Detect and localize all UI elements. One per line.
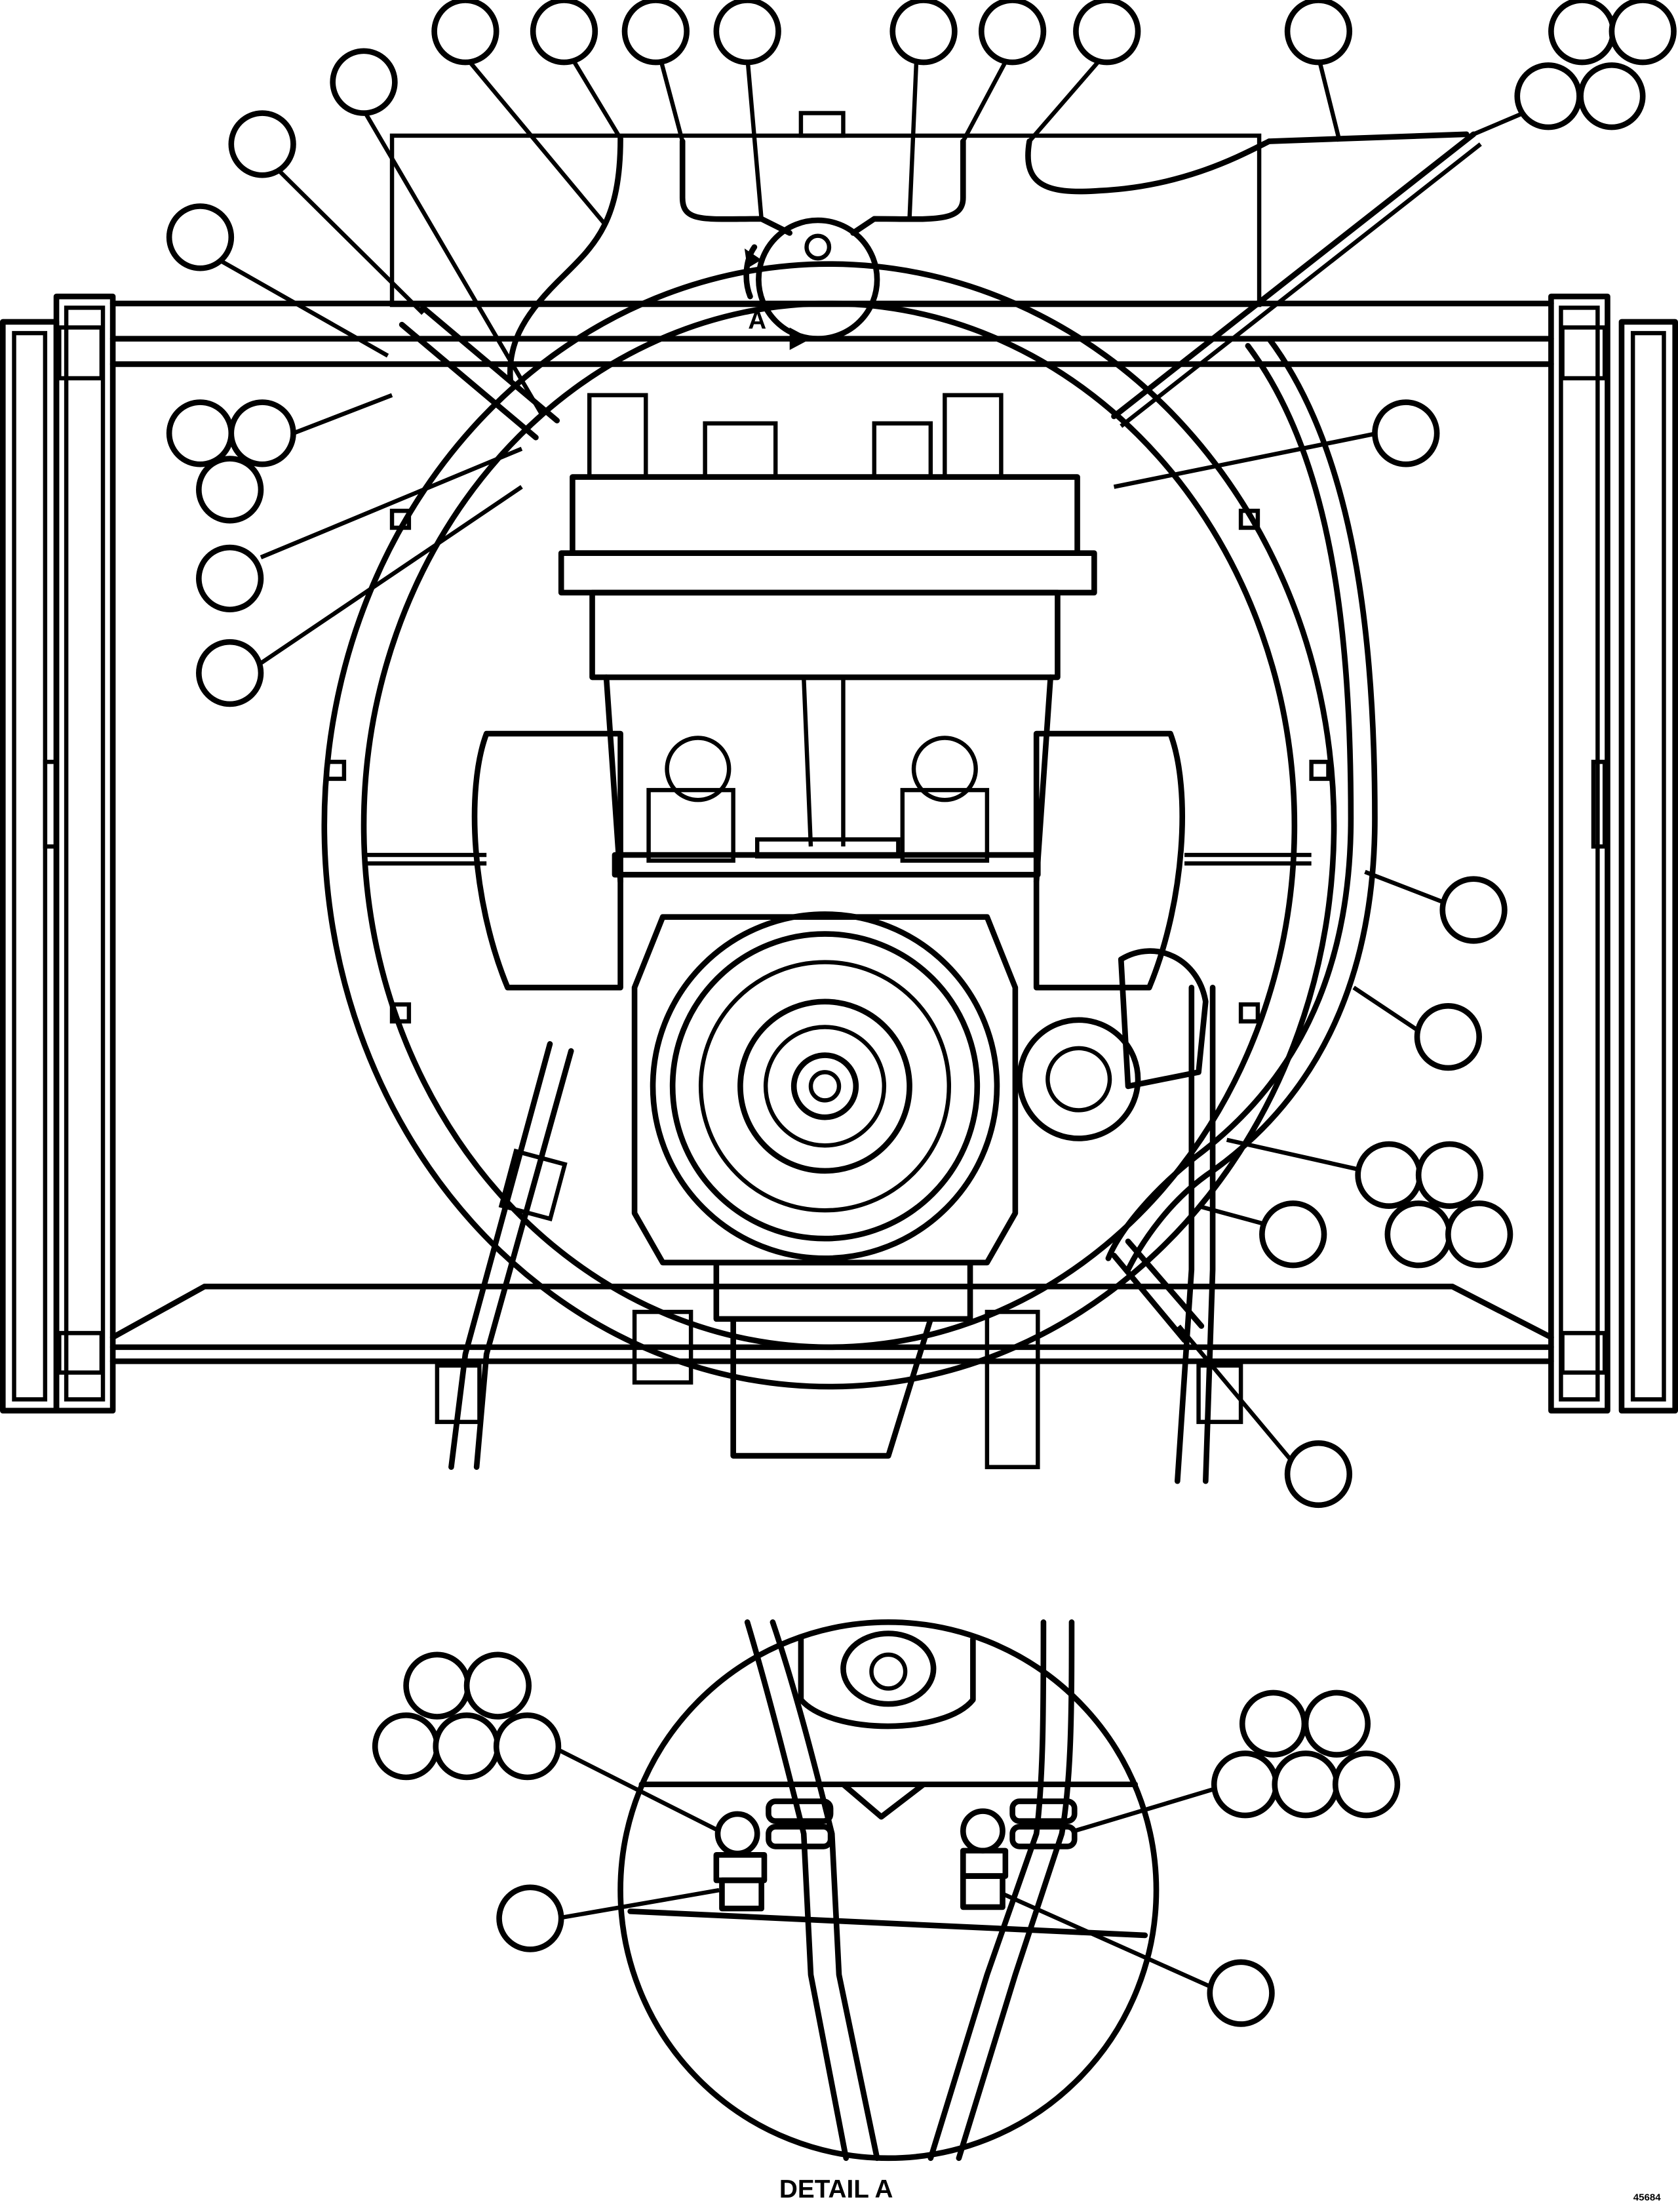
- callout-bubble: [1439, 876, 1508, 944]
- detail-a-view: [617, 1619, 1160, 2162]
- callout-leaders-detail: [556, 1747, 1217, 1991]
- callout-bubble: [196, 544, 264, 613]
- callout-bubble: [228, 110, 296, 178]
- callout-bubble: [403, 1651, 471, 1720]
- section-label: A: [748, 307, 766, 335]
- callout-bubble: [1355, 1141, 1423, 1210]
- callout-bubble: [713, 0, 781, 66]
- callout-bubble: [330, 48, 398, 116]
- callout-bubble: [530, 0, 598, 66]
- engine-assembly: [435, 393, 1243, 1469]
- callout-bubble: [372, 1712, 440, 1781]
- coolant-hoses: [399, 131, 1482, 1484]
- figure-id: 45684: [1633, 2192, 1661, 2203]
- callout-bubble: [889, 0, 958, 66]
- callout-bubble: [1445, 1200, 1513, 1269]
- callout-bubbles-main: [166, 0, 1677, 1509]
- callout-bubble: [1384, 1200, 1453, 1269]
- vent-manifold-detail-marker: A: [743, 217, 880, 350]
- callout-bubble: [166, 399, 235, 467]
- callout-bubble: [493, 1712, 562, 1781]
- callout-bubble: [621, 0, 690, 66]
- callout-bubble: [1414, 1002, 1482, 1071]
- callout-bubble: [463, 1651, 532, 1720]
- callout-bubble: [196, 456, 264, 524]
- callout-bubble: [1211, 1750, 1279, 1819]
- callout-bubble: [1578, 62, 1646, 130]
- callout-bubbles-detail: [372, 1651, 1401, 2027]
- callout-bubble: [1259, 1200, 1327, 1269]
- fan-shroud-ring: [321, 261, 1337, 1390]
- callout-bubble: [433, 1712, 501, 1781]
- callout-leaders: [220, 55, 1531, 1466]
- callout-bubble: [978, 0, 1047, 66]
- callout-bubble: [1284, 1440, 1353, 1509]
- callout-bubble: [1609, 0, 1677, 66]
- callout-bubble: [1073, 0, 1141, 66]
- callout-bubble: [1372, 399, 1440, 467]
- callout-bubble: [166, 203, 235, 271]
- callout-bubble: [496, 1884, 564, 1952]
- callout-bubble: [1302, 1689, 1371, 1758]
- callout-bubble: [1207, 1959, 1275, 2027]
- callout-bubble: [431, 0, 499, 66]
- callout-bubble: [196, 639, 264, 707]
- callout-bubble: [1284, 0, 1353, 66]
- callout-bubble: [1548, 0, 1616, 66]
- callout-bubble: [1272, 1750, 1340, 1819]
- callout-bubble: [1415, 1141, 1484, 1210]
- callout-bubble: [228, 399, 296, 467]
- callout-bubble: [1332, 1750, 1401, 1819]
- callout-bubble: [1239, 1689, 1308, 1758]
- callout-bubble: [1514, 62, 1582, 130]
- detail-title: DETAIL A: [779, 2175, 893, 2203]
